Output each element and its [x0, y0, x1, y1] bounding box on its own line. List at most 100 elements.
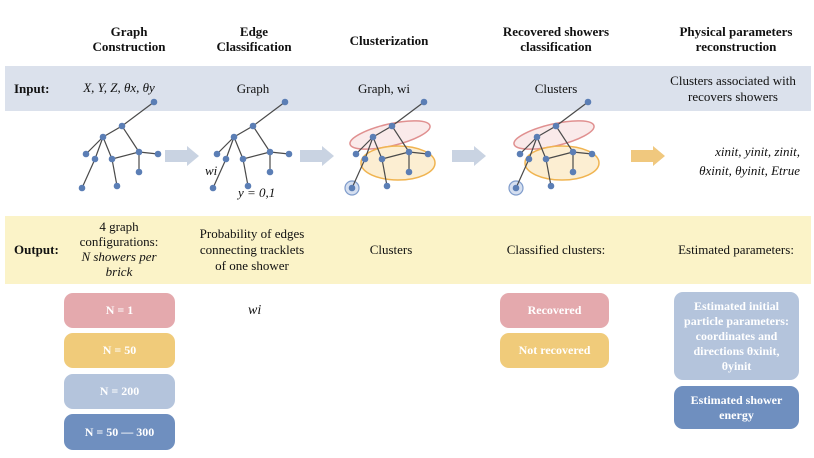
graph-node: [547, 182, 555, 190]
graph-edge: [391, 125, 410, 153]
output-band: [5, 216, 811, 284]
arrow-icon: [452, 146, 486, 166]
output-line: of one shower: [215, 258, 289, 273]
header-line: Edge: [239, 24, 269, 39]
graph-node: [244, 182, 252, 190]
graph-node: [584, 98, 592, 106]
graph-node: [91, 155, 99, 163]
graph-edge: [242, 151, 271, 160]
graph-edge: [242, 158, 249, 187]
graph-edge: [545, 158, 552, 187]
graph-edge: [85, 136, 104, 155]
graph-edge: [121, 101, 155, 127]
output-classified-clusters: Classified clusters:: [506, 242, 606, 257]
not-recovered-pill: Not recovered: [500, 333, 609, 368]
header-clusterization: Clusterization: [314, 33, 464, 48]
graph-node: [378, 155, 386, 163]
header-line: Physical parameters: [679, 24, 793, 39]
graph-edge: [364, 136, 374, 160]
input-graph: Graph: [236, 81, 270, 96]
graph-node: [222, 155, 230, 163]
output-italic-line: N showers per: [81, 249, 157, 264]
graph-node: [424, 150, 432, 158]
graph-node: [552, 122, 560, 130]
input-clusters: Clusters: [534, 81, 578, 96]
graph-edge: [102, 136, 113, 160]
graph-edge: [536, 125, 557, 138]
graph-node: [78, 184, 86, 192]
arrow-icon: [300, 146, 334, 166]
output-clusters: Clusters: [369, 242, 413, 257]
output-edge-probability: Probability of edges connecting tracklet…: [182, 226, 322, 274]
arrow-icon: [165, 146, 199, 166]
input-clusters-associated: Clusters associated with recovers shower…: [648, 73, 814, 105]
graph-node: [533, 133, 541, 141]
graph-edge: [515, 158, 530, 189]
init-line-2: θxinit, θyinit, Etrue: [699, 163, 800, 178]
graph-node: [348, 184, 356, 192]
graph-edge: [372, 136, 383, 160]
header-recovered-showers: Recovered showers classification: [481, 24, 631, 54]
graph-edge: [528, 136, 538, 160]
header-edge-classification: Edge Classification: [179, 24, 329, 54]
graph-node: [285, 150, 293, 158]
graph-node: [135, 148, 143, 156]
graph-edge: [545, 151, 574, 160]
graph-edge: [252, 101, 286, 127]
config-n50-pill: N = 50: [64, 333, 175, 368]
input-row-label: Input:: [14, 81, 50, 96]
graph-node: [150, 98, 158, 106]
graph-node: [525, 155, 533, 163]
graph-node: [361, 155, 369, 163]
graph-edge: [233, 136, 244, 160]
graph-node: [420, 98, 428, 106]
graph-edge: [121, 125, 140, 153]
estimated-shower-energy-pill: Estimated shower energy: [674, 386, 799, 429]
graph-edge: [225, 136, 235, 160]
graph-edge: [102, 125, 123, 138]
graph-edge: [381, 158, 388, 187]
graph-edge: [391, 101, 425, 127]
input-line: Clusters associated with: [670, 73, 796, 88]
graph-node: [113, 182, 121, 190]
graph-edge: [111, 151, 140, 160]
graph-edge: [212, 158, 227, 189]
graph-node: [213, 150, 221, 158]
config-n1-pill: N = 1: [64, 293, 175, 328]
graph-node: [209, 184, 217, 192]
graph-edge: [233, 125, 254, 138]
graph-edge: [381, 151, 410, 160]
header-line: Classification: [216, 39, 292, 54]
graph-edge: [519, 136, 538, 155]
graph-edge: [536, 136, 547, 160]
graph-edge: [555, 125, 574, 153]
output-line: 4 graph: [99, 219, 139, 234]
graph-node: [154, 150, 162, 158]
graph-node: [82, 150, 90, 158]
config-n200-pill: N = 200: [64, 374, 175, 409]
graph-node: [266, 168, 274, 176]
graph-node: [135, 168, 143, 176]
header-line: reconstruction: [695, 39, 777, 54]
graph-node: [281, 98, 289, 106]
graph-node: [108, 155, 116, 163]
output-line: Probability of edges: [199, 226, 305, 241]
graph-edge: [351, 158, 366, 189]
input-variables: X, Y, Z, θx, θy: [49, 80, 189, 96]
output-line: configurations:: [79, 234, 159, 249]
graph-edge: [111, 158, 118, 187]
header-line: Graph: [110, 24, 148, 39]
edge-label-y: y = 0,1: [238, 185, 276, 200]
output-weight-label: wi: [248, 303, 262, 318]
graph-node: [405, 168, 413, 176]
output-line: connecting tracklets: [199, 242, 305, 257]
graph-edge: [555, 101, 589, 127]
input-band: [5, 66, 811, 111]
header-line: classification: [520, 39, 592, 54]
graph-edge: [94, 136, 104, 160]
graph-edge: [252, 125, 271, 153]
estimated-initial-parameters-pill: Estimated initial particle parameters: c…: [674, 292, 799, 380]
graph-node: [249, 122, 257, 130]
graph-node: [388, 122, 396, 130]
